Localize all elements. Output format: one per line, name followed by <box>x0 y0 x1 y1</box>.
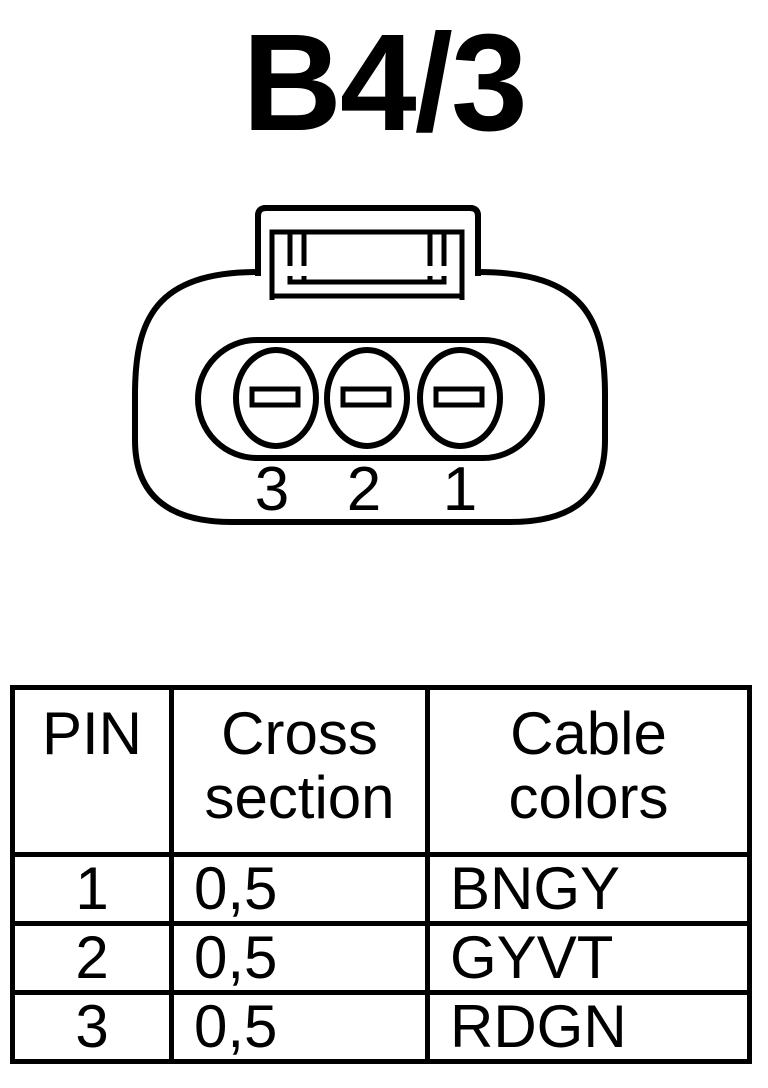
pin-contact-3 <box>233 347 319 449</box>
pin-table-header: PIN Cross section Cable colors <box>10 685 752 857</box>
cross-section-value: 0,5 <box>169 852 430 926</box>
cable-color-value: BNGY <box>425 852 752 926</box>
pin-label-3: 3 <box>255 455 289 524</box>
pin-table: PIN Cross section Cable colors 1 0,5 BNG… <box>10 685 752 1064</box>
pin-contact-1 <box>417 347 503 449</box>
cross-section-value: 0,5 <box>169 921 430 995</box>
cable-color-value: RDGN <box>425 990 752 1064</box>
pin-label-1: 1 <box>443 455 477 524</box>
table-row: 1 0,5 BNGY <box>10 852 752 926</box>
header-cross-section: Cross section <box>169 685 430 857</box>
pin-label-2: 2 <box>347 455 381 524</box>
connector-housing <box>132 269 608 525</box>
pin-contact-2 <box>324 347 410 449</box>
pin-number: 2 <box>10 921 174 995</box>
header-pin: PIN <box>10 685 174 857</box>
pin-number: 3 <box>10 990 174 1064</box>
cable-color-value: GYVT <box>425 921 752 995</box>
header-cable-colors: Cable colors <box>425 685 752 857</box>
table-row: 2 0,5 GYVT <box>10 921 752 995</box>
pin-number: 1 <box>10 852 174 926</box>
contact-cavity <box>195 337 545 461</box>
table-row: 3 0,5 RDGN <box>10 990 752 1064</box>
connector-diagram: 3 2 1 <box>132 205 608 525</box>
connector-title: B4/3 <box>242 6 528 160</box>
cross-section-value: 0,5 <box>169 990 430 1064</box>
